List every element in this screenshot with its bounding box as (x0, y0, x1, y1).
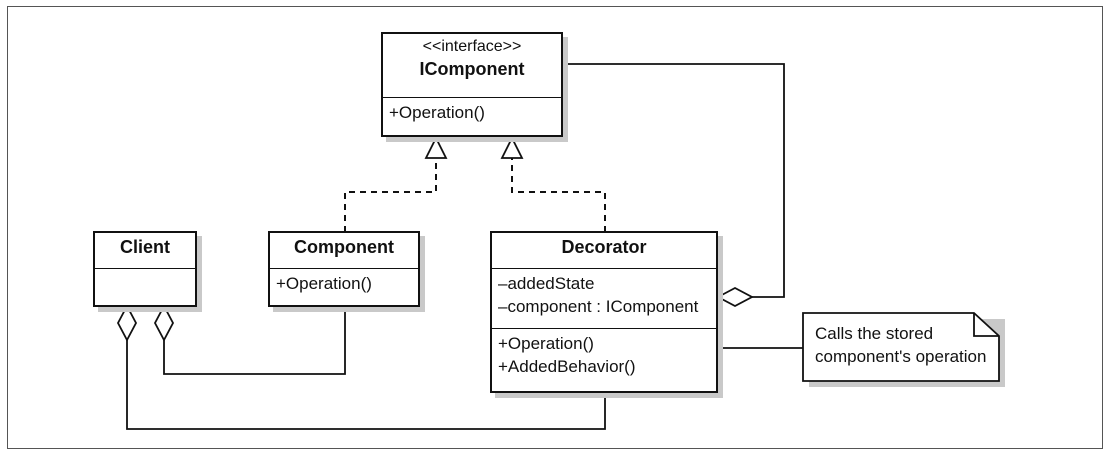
class-decorator: Decorator –addedState –component : IComp… (490, 231, 718, 393)
realization-arrowhead-decorator (500, 135, 524, 159)
diagram-frame (7, 6, 1103, 449)
note: Calls the stored component's operation (803, 313, 999, 381)
class-component-operations: +Operation() (270, 268, 418, 298)
note-text: Calls the stored component's operation (815, 322, 986, 368)
note-line: Calls the stored (815, 324, 934, 343)
operation: +AddedBehavior() (498, 357, 636, 376)
class-icomponent-operations: +Operation() (383, 97, 561, 127)
operation: +Operation() (498, 334, 594, 353)
realization-line-decorator (511, 158, 606, 232)
class-component: Component +Operation() (268, 231, 420, 307)
class-client: Client (93, 231, 197, 307)
aggregation-line-decorator-icomponent (563, 63, 785, 298)
operation: +Operation() (389, 103, 485, 122)
attribute: –addedState (498, 274, 595, 293)
note-shape (802, 312, 1005, 387)
attribute: –component : IComponent (498, 297, 699, 316)
class-icomponent-header: <<interface>> IComponent (383, 34, 561, 97)
class-decorator-header: Decorator (492, 233, 716, 268)
aggregation-diamond-client-component (153, 304, 175, 342)
aggregation-diamond-client-decorator (116, 304, 138, 342)
class-client-header: Client (95, 233, 195, 268)
realization-line-component (344, 158, 437, 232)
realization-arrowhead-component (424, 135, 448, 159)
aggregation-line-client-decorator (126, 340, 606, 430)
aggregation-diamond-decorator (716, 286, 754, 308)
note-line: component's operation (815, 347, 987, 366)
class-name: Decorator (561, 237, 647, 257)
class-name: Component (294, 237, 394, 257)
class-icomponent: <<interface>> IComponent +Operation() (381, 32, 563, 137)
class-component-header: Component (270, 233, 418, 268)
operation: +Operation() (276, 274, 372, 293)
class-name: Client (119, 237, 170, 257)
class-decorator-operations: +Operation() +AddedBehavior() (492, 328, 716, 381)
class-decorator-attributes: –addedState –component : IComponent (492, 268, 716, 328)
class-name: IComponent (419, 59, 525, 79)
class-client-body (95, 268, 195, 305)
aggregation-line-client-component (163, 304, 346, 375)
stereotype-label: <<interface>> (422, 38, 522, 55)
